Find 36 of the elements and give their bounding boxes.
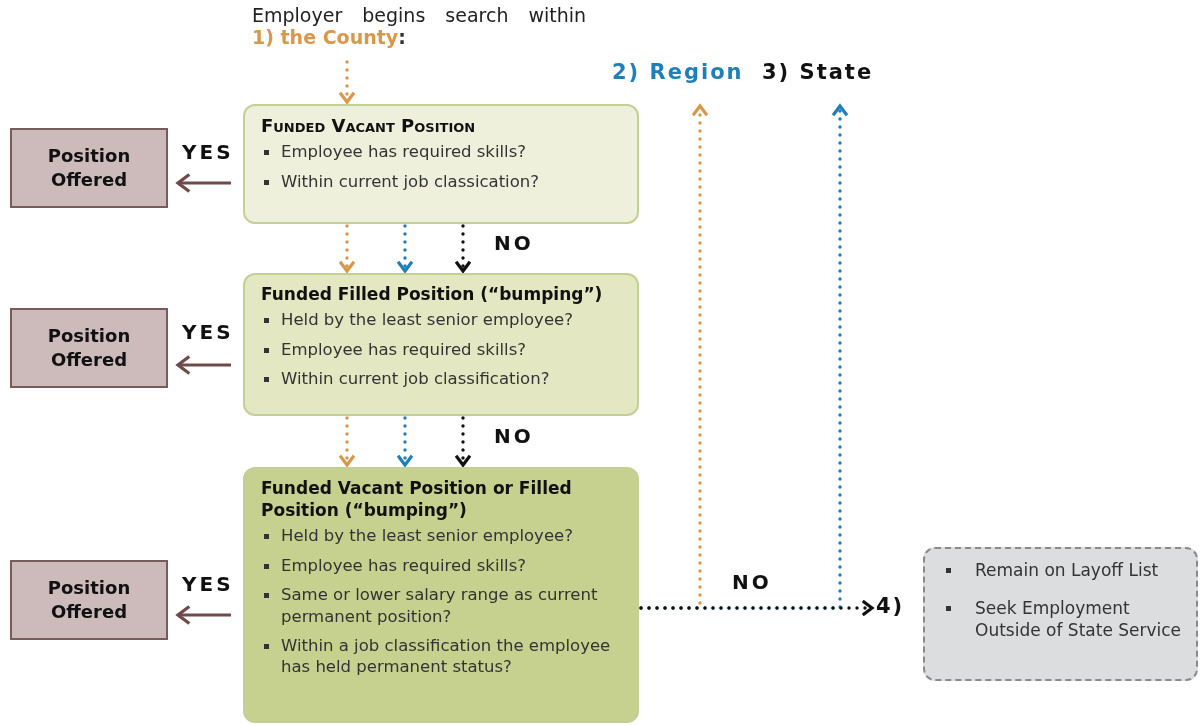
decision-box: [243, 273, 639, 416]
step-label: 3) State: [762, 60, 872, 90]
dotted-arrow: [639, 600, 874, 616]
dotted-arrow: [455, 224, 471, 273]
box-heading: Funded Filled Position (“bumping”): [261, 283, 604, 306]
arrow: [176, 605, 231, 625]
dotted-arrow: [455, 416, 471, 467]
step-label: 4): [876, 594, 916, 624]
bullet-item: Seek Employment Outside of State Service: [943, 597, 1182, 642]
box-heading: Funded Vacant Position: [261, 114, 477, 138]
arrow: [176, 173, 231, 193]
bullet-item: Held by the least senior employee?: [261, 525, 625, 547]
box-heading: Funded Vacant Position or Filled Position (“bumping”): [261, 477, 573, 522]
bullet-item: Employee has required skills?: [261, 554, 625, 577]
dotted-arrow: [339, 224, 355, 273]
arrow: [176, 355, 231, 375]
outcome-box: Position Offered: [10, 308, 168, 388]
decision-box: [243, 104, 639, 224]
bullet-item: Within current job classication?: [261, 170, 625, 193]
bullet-item: Within a job classification the employee has held permanent status?: [261, 634, 625, 678]
bullet-item: Employee has required skills?: [261, 141, 625, 163]
outcome-box: Position Offered: [10, 560, 168, 640]
bullet-item: Employee has required skills?: [261, 338, 625, 360]
dotted-arrow: [339, 416, 355, 467]
bullet-item: Same or lower salary range as current permanent position?: [261, 584, 625, 627]
step-label: 2) Region: [612, 60, 747, 90]
outcome-box: Position Offered: [10, 128, 168, 208]
bullet-item: Remain on Layoff List: [943, 559, 1182, 582]
dotted-arrow: [397, 224, 413, 273]
bullet-item: Held by the least senior employee?: [261, 309, 625, 331]
dotted-arrow: [339, 60, 355, 104]
outcome-box: [923, 547, 1198, 681]
bullet-item: Within current job classification?: [261, 367, 625, 390]
decision-box: [243, 467, 639, 723]
dotted-arrow: [397, 416, 413, 467]
step-label: 1) the County:: [252, 26, 407, 48]
